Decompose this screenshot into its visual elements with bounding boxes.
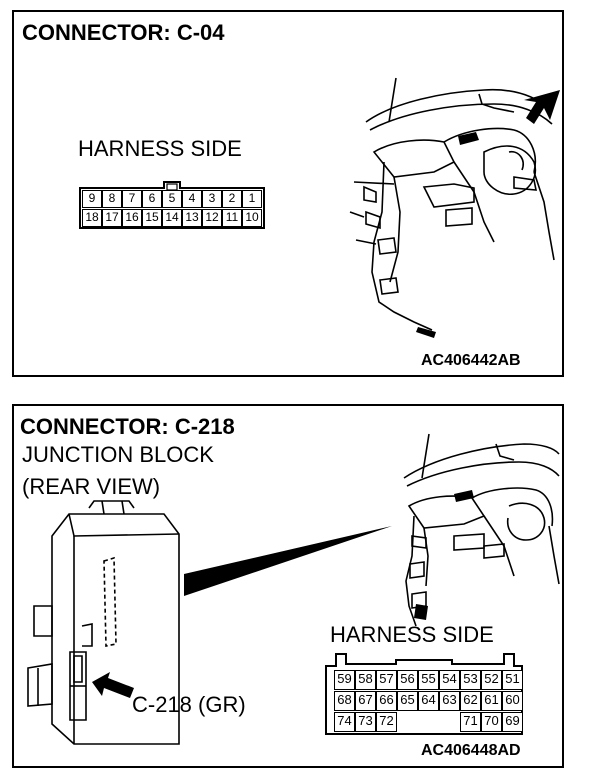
pin-cell: 72	[376, 712, 397, 732]
pin-cell: 67	[355, 691, 376, 711]
location-arrow-icon	[524, 90, 560, 124]
pin-cell: 71	[460, 712, 481, 732]
pin-cell: 8	[102, 190, 122, 208]
pin-cell: 3	[202, 190, 222, 208]
callout-arrow-icon	[92, 672, 134, 698]
dashboard-location-drawing	[349, 77, 560, 338]
pin-cell: 4	[182, 190, 202, 208]
pin-cell: 54	[439, 670, 460, 690]
pin-cell: 74	[334, 712, 355, 732]
pin-cell: 2	[222, 190, 242, 208]
panel-title: CONNECTOR: C-218	[20, 414, 235, 439]
connector-callout-label: C-218 (GR)	[132, 692, 246, 717]
figure-code: AC406448AD	[421, 742, 521, 759]
panel-title: CONNECTOR: C-04	[22, 20, 225, 45]
pin-cell: 51	[502, 670, 523, 690]
pin-cell: 60	[502, 691, 523, 711]
pin-cell: 16	[122, 209, 142, 227]
pin-cell: 17	[102, 209, 122, 227]
pointer-wedge	[184, 526, 392, 596]
pin-cell: 66	[376, 691, 397, 711]
pin-cell: 10	[242, 209, 262, 227]
rear-view-label: (REAR VIEW)	[22, 474, 161, 499]
pin-cell: 52	[481, 670, 502, 690]
pin-cell: 11	[222, 209, 242, 227]
connector-c218-panel: CONNECTOR: C-218 JUNCTION BLOCK (REAR VI…	[12, 404, 564, 768]
pin-cell: 58	[355, 670, 376, 690]
pin-cell: 7	[122, 190, 142, 208]
harness-side-label: HARNESS SIDE	[330, 622, 494, 647]
pin-cell: 63	[439, 691, 460, 711]
pin-cell: 14	[162, 209, 182, 227]
harness-side-label: HARNESS SIDE	[78, 136, 242, 161]
pin-cell: 57	[376, 670, 397, 690]
pin-cell: 69	[502, 712, 523, 732]
pin-cell: 53	[460, 670, 481, 690]
pin-cell: 64	[418, 691, 439, 711]
junction-block-drawing	[27, 433, 560, 745]
pin-cell: 68	[334, 691, 355, 711]
pin-cell: 18	[82, 209, 102, 227]
pin-cell: 9	[82, 190, 102, 208]
figure-code: AC406442AB	[421, 352, 521, 369]
pin-cell: 1	[242, 190, 262, 208]
junction-block-label: JUNCTION BLOCK	[22, 442, 214, 467]
pin-cell: 5	[162, 190, 182, 208]
pin-cell: 61	[481, 691, 502, 711]
pin-cell: 70	[481, 712, 502, 732]
pin-cell: 56	[397, 670, 418, 690]
pin-cell: 15	[142, 209, 162, 227]
pin-cell: 55	[418, 670, 439, 690]
pin-cell: 73	[355, 712, 376, 732]
pin-cell: 59	[334, 670, 355, 690]
pin-cell: 13	[182, 209, 202, 227]
pin-cell: 62	[460, 691, 481, 711]
pin-cell: 6	[142, 190, 162, 208]
pin-cell: 65	[397, 691, 418, 711]
pin-cell: 12	[202, 209, 222, 227]
